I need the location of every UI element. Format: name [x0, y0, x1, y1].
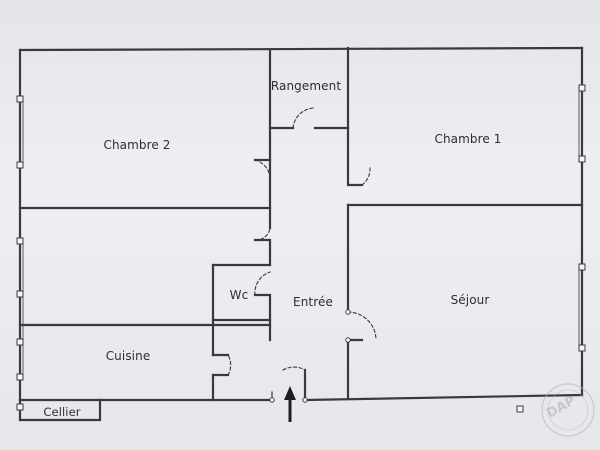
hinge-dot [269, 397, 275, 403]
window-marker [16, 373, 24, 381]
window-marker [578, 84, 586, 92]
hinge-dot [345, 309, 351, 315]
outer-wall-bottom-lower [18, 398, 102, 422]
hinge-dot [345, 337, 351, 343]
door-bedroom-corridor-arc [254, 227, 271, 241]
wall-corridor-right-c [346, 338, 364, 400]
window-marker [578, 155, 586, 163]
door-chambre1-arc [347, 159, 371, 186]
window-glazing-lines [22, 88, 580, 377]
window-marker [16, 338, 24, 346]
hinge-dot [302, 397, 308, 403]
door-sejour-arc [347, 311, 377, 341]
room-label-chambre-1: Chambre 1 [434, 132, 502, 146]
wall-corridor-left-b [253, 238, 272, 267]
door-cuisine-arc [227, 354, 232, 376]
room-label-wc: Wc [229, 288, 249, 302]
window-glazing [22, 88, 580, 377]
window-marker [16, 403, 24, 411]
outer-wall-bottom [18, 393, 584, 402]
window-marker [16, 290, 24, 298]
door-chambre2-arc [254, 159, 271, 179]
wall-corridor-right-a [346, 158, 364, 187]
room-label-sejour: Séjour [450, 293, 490, 307]
room-label-chambre-2: Chambre 2 [103, 138, 171, 152]
outer-wall-top [18, 46, 584, 52]
door-swing-arcs [227, 107, 377, 376]
room-label-cuisine: Cuisine [105, 349, 151, 363]
window-marker [16, 237, 24, 245]
room-label-entree: Entrée [293, 295, 333, 309]
wall-entry-left [211, 353, 230, 377]
room-label-rangement: Rangement [270, 79, 342, 93]
wall-corridor-left-a [253, 158, 272, 230]
window-marker [16, 161, 24, 169]
window-markers [16, 84, 586, 413]
window-marker [516, 405, 524, 413]
window-marker [16, 95, 24, 103]
door-entry-arc [282, 366, 306, 371]
watermark-logo [541, 383, 595, 437]
door-hinge-dots [269, 309, 351, 403]
door-rangement-arc [292, 107, 316, 129]
door-wc-arc [254, 271, 271, 296]
up-arrow-icon [284, 386, 296, 422]
room-label-cellier: Cellier [43, 405, 81, 419]
window-marker [578, 344, 586, 352]
wall-corridor-left-c [253, 293, 272, 342]
window-marker [578, 263, 586, 271]
